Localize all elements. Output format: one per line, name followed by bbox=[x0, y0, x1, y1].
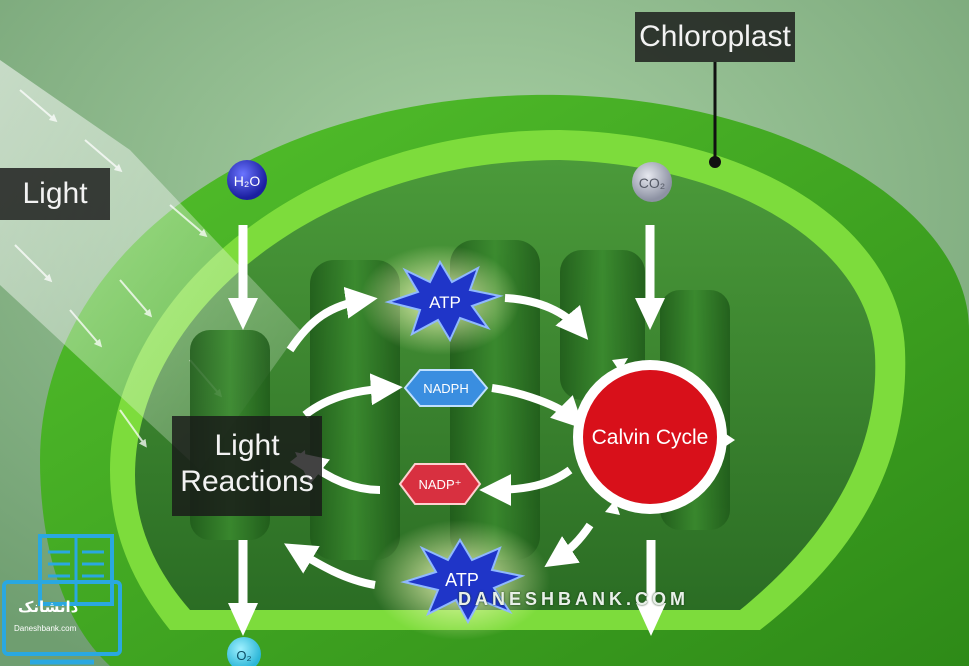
atp-top-label: ATP bbox=[429, 293, 461, 312]
h2o-molecule bbox=[227, 160, 267, 200]
atp-top-star bbox=[384, 259, 504, 343]
logo-text: دانشانک bbox=[18, 598, 79, 616]
o2-molecule bbox=[227, 637, 261, 666]
light-rays bbox=[14, 89, 223, 448]
o2-label: O₂ bbox=[236, 648, 251, 663]
calvin-cycle-label: Calvin Cycle bbox=[592, 426, 709, 449]
curved-arrows bbox=[284, 286, 594, 589]
light-reactions-label: Light Reactions bbox=[172, 416, 322, 516]
chloroplast-pointer-dot bbox=[709, 156, 721, 168]
nadph-hexagon bbox=[403, 369, 489, 407]
flow-arrows bbox=[238, 225, 656, 605]
atp-bottom-label: ATP bbox=[445, 570, 479, 590]
flow-arrowheads bbox=[228, 298, 666, 636]
nadp-hexagon bbox=[398, 463, 482, 505]
logo-subtext: Daneshbank.com bbox=[14, 624, 77, 633]
co2-molecule bbox=[632, 162, 672, 202]
daneshbank-logo bbox=[2, 534, 122, 665]
calvin-cycle-arrowheads bbox=[605, 358, 735, 515]
nadp-label: NADP⁺ bbox=[419, 477, 462, 492]
h2o-label: H₂O bbox=[234, 173, 261, 189]
atp-bottom-star bbox=[400, 538, 526, 625]
light-label: Light bbox=[0, 168, 110, 220]
co2-label: CO₂ bbox=[639, 175, 665, 191]
light-reactions-line2: Reactions bbox=[180, 465, 314, 498]
light-reactions-line1: Light bbox=[214, 429, 280, 462]
chloroplast-label: Chloroplast bbox=[635, 12, 795, 62]
nadph-label: NADPH bbox=[423, 381, 469, 396]
watermark-text: DANESHBANK.COM bbox=[458, 589, 689, 609]
